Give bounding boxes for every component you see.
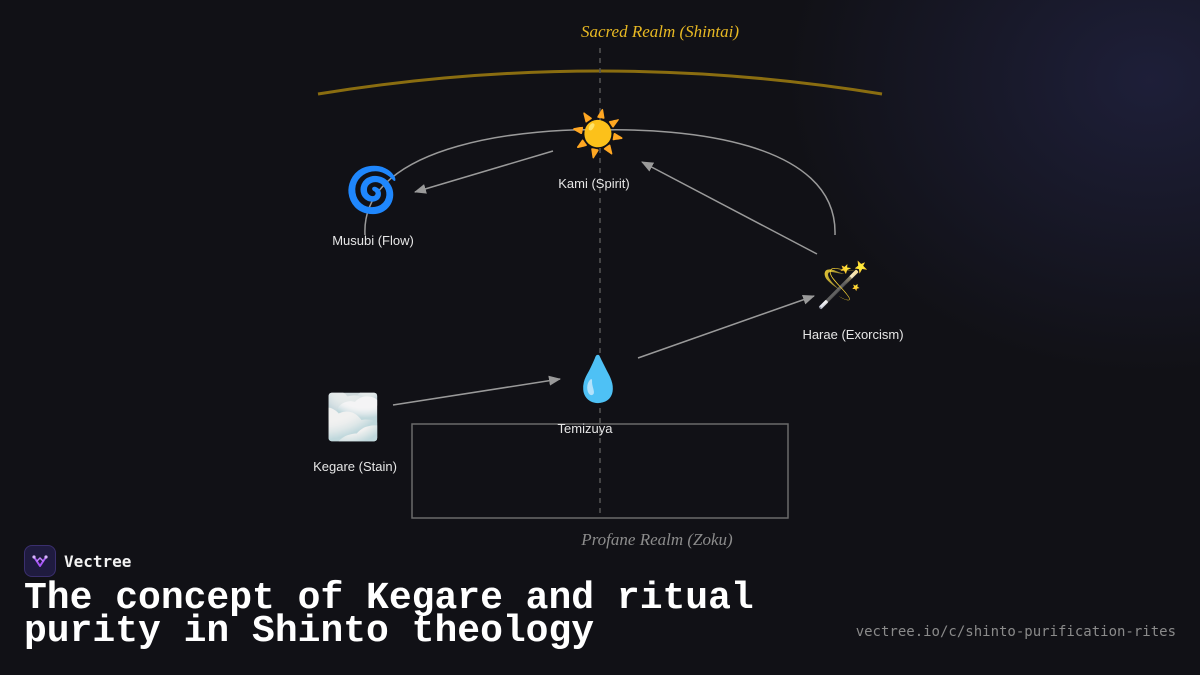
circulation-arc	[364, 129, 836, 236]
edge-temizuya-to-harae	[637, 294, 815, 359]
brand: Vectree	[24, 544, 131, 578]
droplet-icon: 💧	[570, 354, 626, 405]
node-kami-label: Kami (Spirit)	[558, 176, 630, 191]
edge-kegare-to-temizuya	[392, 375, 561, 406]
sun-icon: ☀️	[570, 109, 626, 160]
node-musubi-label: Musubi (Flow)	[332, 233, 414, 248]
cyclone-icon: 🌀	[344, 165, 400, 216]
profane-realm-box	[411, 423, 789, 519]
sacred-realm-label: Sacred Realm (Shintai)	[581, 22, 739, 41]
edge-harae-to-kami	[641, 161, 818, 255]
node-kegare-label: Kegare (Stain)	[313, 459, 397, 474]
page-url[interactable]: vectree.io/c/shinto-purification-rites	[855, 624, 1176, 640]
fog-icon: 🌫️	[325, 392, 381, 443]
brand-name: Vectree	[64, 551, 132, 571]
node-harae-label: Harae (Exorcism)	[802, 327, 904, 342]
edge-kami-to-musubi	[414, 150, 554, 194]
node-temizuya-label: Temizuya	[557, 421, 613, 436]
profane-realm-label: Profane Realm (Zoku)	[581, 530, 733, 549]
magic-wand-icon: 🪄	[815, 260, 871, 311]
page-title: The concept of Kegare and ritual purity …	[24, 577, 754, 653]
vectree-logo-icon	[24, 545, 56, 577]
